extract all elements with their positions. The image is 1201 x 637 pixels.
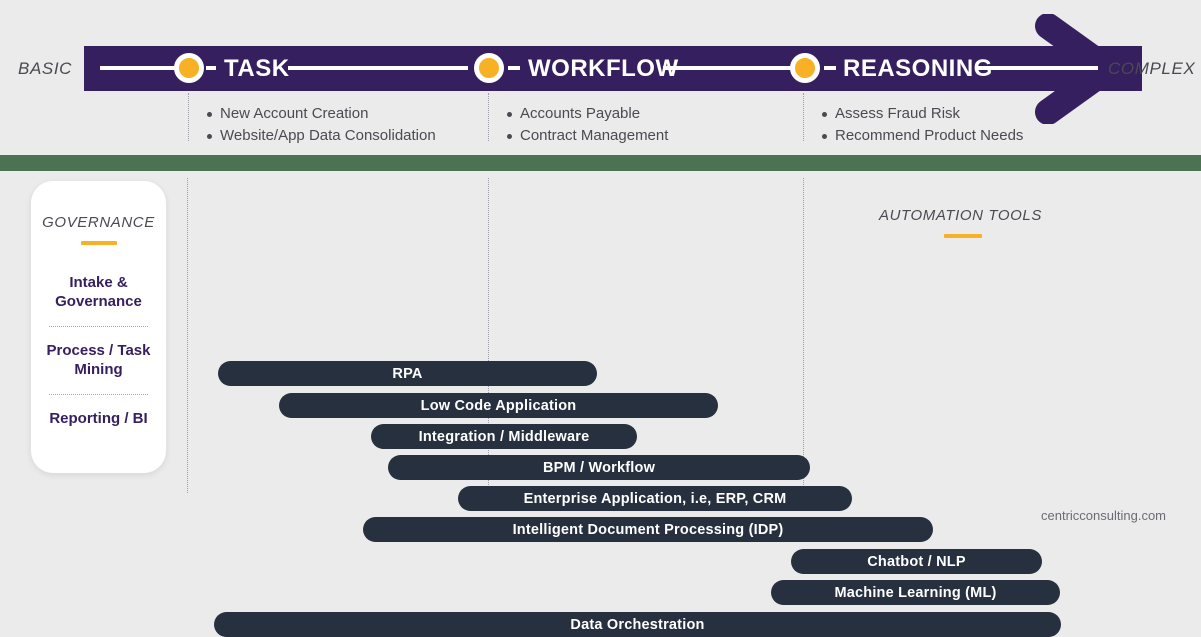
governance-divider [49,326,148,327]
stage-examples-task: New Account Creation Website/App Data Co… [202,103,436,147]
spectrum-section: BASIC TASK WORKFLOW REASONING New Accoun… [0,0,1201,155]
automation-tools-heading: AUTOMATION TOOLS [879,207,1042,224]
chart-gridline [187,178,189,493]
chart-gridline [803,178,805,493]
stage-separator [188,93,190,141]
stage-examples-workflow: Accounts Payable Contract Management [502,103,668,147]
list-item: New Account Creation [207,103,436,125]
tool-bar-label: Low Code Application [420,397,577,414]
stage-label-reasoning: REASONING [843,55,993,82]
spectrum-rail-segment [978,66,1098,70]
stage-separator [803,93,805,141]
chevron-right-arrow-icon [1030,14,1130,124]
tool-bar-label: Data Orchestration [570,616,705,633]
spectrum-rail-segment [508,66,520,70]
tool-bar-label: RPA [392,365,423,382]
automation-tools-section: GOVERNANCE Intake & Governance Process /… [0,171,1201,637]
spectrum-rail-segment [100,66,186,70]
spectrum-end-label: COMPLEX [1108,59,1196,78]
governance-card: GOVERNANCE Intake & Governance Process /… [31,181,166,473]
tool-bar: Chatbot / NLP [791,549,1042,574]
chart-gridline [488,178,490,493]
list-item: Accounts Payable [506,103,668,125]
list-item: Website/App Data Consolidation [207,125,436,147]
tool-bar: Integration / Middleware [371,424,637,449]
tool-bar: Intelligent Document Processing (IDP) [363,517,933,542]
governance-item-reporting: Reporting / BI [49,410,148,427]
tool-bar: Enterprise Application, i.e, ERP, CRM [458,486,852,511]
spectrum-rail-segment [663,66,791,70]
footer-url: centricconsulting.com [1041,508,1166,523]
stage-dot-icon-reasoning [790,53,820,83]
list-item: Assess Fraud Risk [821,103,1023,125]
stage-dot-icon-task [174,53,204,83]
list-item: Contract Management [506,125,668,147]
stage-dot-icon-workflow [474,53,504,83]
spectrum-rail-segment [824,66,836,70]
tool-bar-label: Chatbot / NLP [867,553,966,570]
stage-examples-reasoning: Assess Fraud Risk Recommend Product Need… [817,103,1023,147]
governance-divider [49,394,148,395]
tool-bar: Machine Learning (ML) [771,580,1060,605]
automation-tools-underline-accent [944,234,982,238]
stage-label-workflow: WORKFLOW [528,55,679,82]
governance-item-process-mining: Process / Task Mining [46,342,151,378]
governance-item-intake: Intake & Governance [55,274,142,310]
tool-bar: BPM / Workflow [388,455,810,480]
tool-bar-label: BPM / Workflow [542,459,656,476]
tool-bar-label: Machine Learning (ML) [834,584,997,601]
stage-label-task: TASK [224,55,290,82]
tool-bar: Data Orchestration [214,612,1061,637]
stage-separator [488,93,490,141]
governance-underline-accent [80,241,117,245]
tool-bar-label: Intelligent Document Processing (IDP) [512,521,784,538]
tool-bar-label: Enterprise Application, i.e, ERP, CRM [523,490,787,507]
spectrum-band [84,46,1142,91]
spectrum-start-label: BASIC [18,59,73,78]
list-item: Recommend Product Needs [821,125,1023,147]
spectrum-rail-segment [288,66,468,70]
governance-title: GOVERNANCE [42,214,155,231]
tool-bar: RPA [218,361,597,386]
tool-bar: Low Code Application [279,393,718,418]
spectrum-rail-segment [206,66,216,70]
section-divider [0,155,1201,171]
tool-bar-label: Integration / Middleware [418,428,590,445]
